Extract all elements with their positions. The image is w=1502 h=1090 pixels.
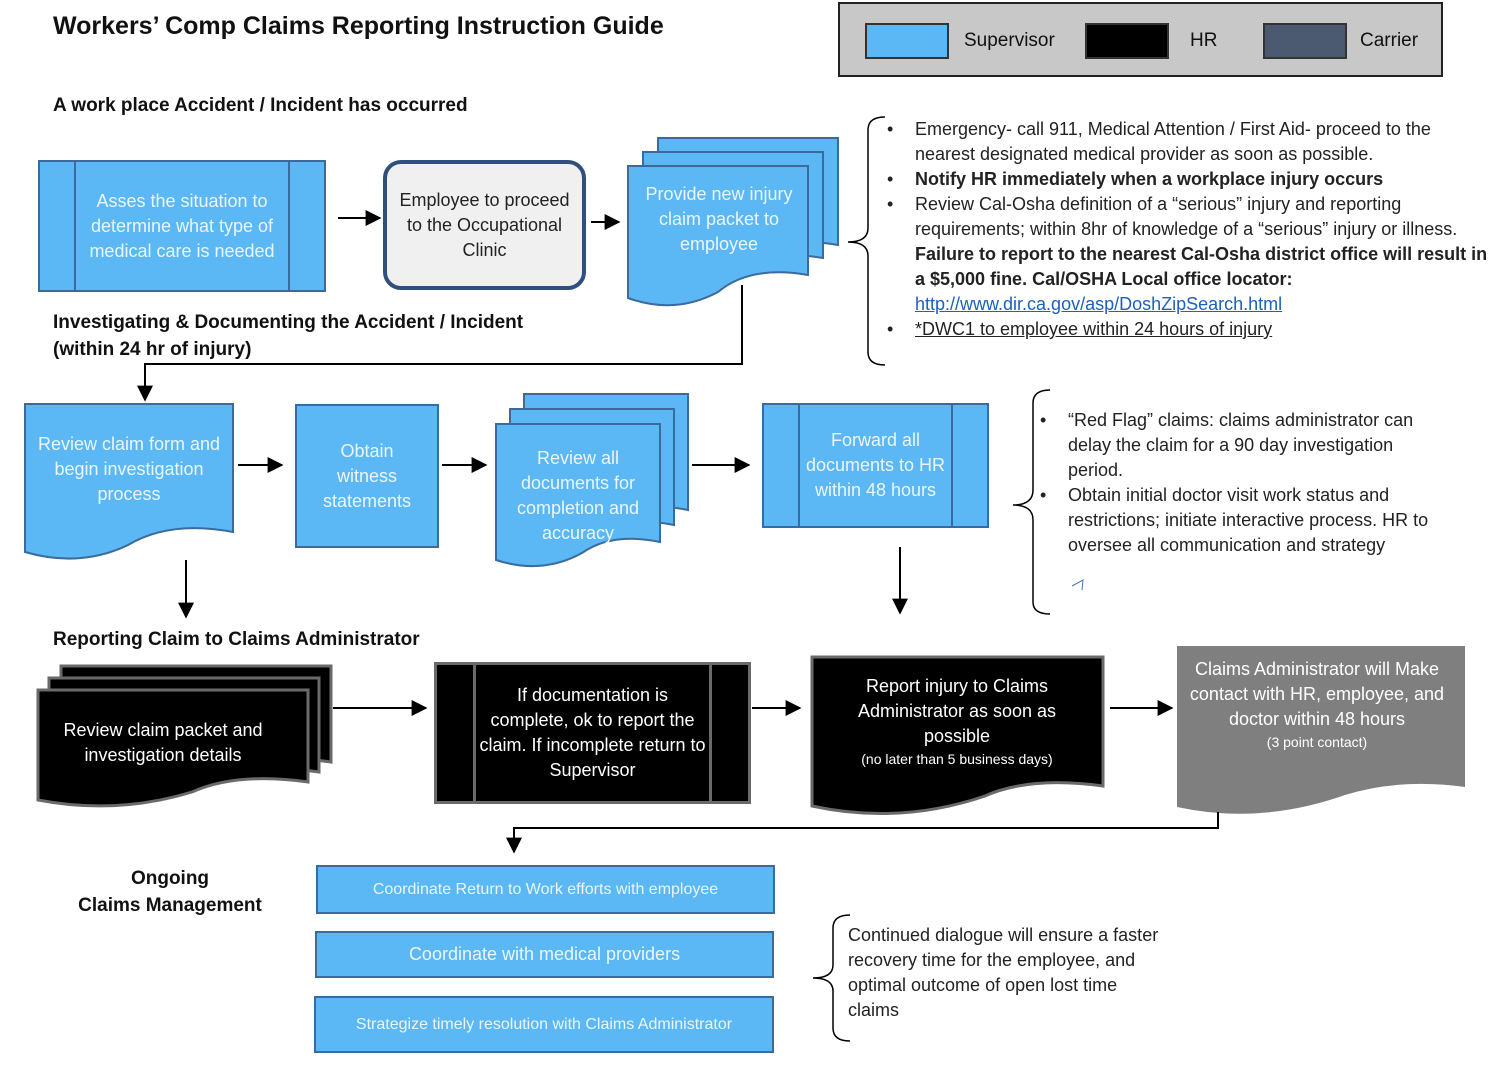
calosha-locator-link[interactable]: http://www.dir.ca.gov/asp/DoshZipSearch.… xyxy=(915,294,1283,314)
section-heading-investigating: Investigating & Documenting the Accident… xyxy=(53,312,524,333)
strategize-box: Strategize timely resolution with Claims… xyxy=(314,996,774,1053)
section-heading-claims-mgmt: Claims Management xyxy=(78,895,262,916)
forward-hr-box: Forward all documents to HR within 48 ho… xyxy=(762,403,989,528)
return-to-work-box: Coordinate Return to Work efforts with e… xyxy=(316,865,775,914)
notes2-bracket xyxy=(1012,389,1051,615)
note-dwc1-text: *DWC1 to employee within 24 hours of inj… xyxy=(915,319,1273,339)
legend-supervisor-label: Supervisor xyxy=(964,30,1055,51)
note-notify-hr: Notify HR immediately when a workplace i… xyxy=(869,167,1494,192)
review-docs-text: Review all documents for completion and … xyxy=(516,448,640,543)
section-heading-reporting: Reporting Claim to Claims Administrator xyxy=(53,629,420,650)
review-docs-doc-shape xyxy=(495,393,689,568)
medical-providers-box: Coordinate with medical providers xyxy=(315,931,774,978)
legend: Supervisor HR Carrier xyxy=(838,2,1443,77)
report-injury-content: Report injury to Claims Administrator as… xyxy=(830,674,1084,769)
report-doc-shape xyxy=(810,655,1105,815)
claims-contact-content: Claims Administrator will Make contact w… xyxy=(1188,657,1446,752)
report-injury-text: Report injury to Claims Administrator as… xyxy=(857,676,1057,746)
notes-accident: Emergency- call 911, Medical Attention /… xyxy=(869,117,1494,342)
report-injury-subtext: (no later than 5 business days) xyxy=(861,751,1053,767)
note-calosha: Review Cal-Osha definition of a “serious… xyxy=(869,192,1494,317)
witness-statements-text: Obtain witness statements xyxy=(322,440,412,511)
provide-packet-text: Provide new injury claim packet to emplo… xyxy=(645,184,793,254)
medical-providers-text: Coordinate with medical providers xyxy=(408,944,681,964)
note-calosha-fine: Failure to report to the nearest Cal-Osh… xyxy=(915,244,1488,289)
return-to-work-text: Coordinate Return to Work efforts with e… xyxy=(372,880,719,898)
review-claim-form-text: Review claim form and begin investigatio… xyxy=(37,434,221,504)
claims-contact-text: Claims Administrator will Make contact w… xyxy=(1189,659,1445,729)
doc-complete-box: If documentation is complete, ok to repo… xyxy=(434,662,751,804)
notes4-bracket xyxy=(812,914,851,1042)
occupational-clinic-box: Employee to proceed to the Occupational … xyxy=(383,160,586,290)
section-heading-ongoing: Ongoing xyxy=(130,868,210,889)
note-notify-hr-text: Notify HR immediately when a workplace i… xyxy=(915,169,1384,189)
contact-doc-shape xyxy=(1177,646,1465,814)
notes-investigation: “Red Flag” claims: claims administrator … xyxy=(1022,408,1452,558)
legend-hr-label: HR xyxy=(1190,30,1218,51)
section-heading-within-24hr: (within 24 hr of injury) xyxy=(53,339,252,360)
page-title: Workers’ Comp Claims Reporting Instructi… xyxy=(53,12,664,40)
occupational-clinic-text: Employee to proceed to the Occupational … xyxy=(399,189,570,260)
strategize-text: Strategize timely resolution with Claims… xyxy=(355,1015,733,1033)
note-calosha-text: Review Cal-Osha definition of a “serious… xyxy=(915,194,1458,239)
assess-situation-box: Asses the situation to determine what ty… xyxy=(38,160,326,292)
note-red-flag: “Red Flag” claims: claims administrator … xyxy=(1022,408,1452,483)
section-heading-accident: A work place Accident / Incident has occ… xyxy=(53,95,468,116)
review-packet-doc-shape xyxy=(36,664,333,808)
packet-doc-shape xyxy=(627,137,839,307)
doc-complete-text: If documentation is complete, ok to repo… xyxy=(479,685,706,780)
witness-statements-box: Obtain witness statements xyxy=(295,404,439,548)
pen-mark xyxy=(1071,579,1084,591)
note-emergency: Emergency- call 911, Medical Attention /… xyxy=(869,117,1494,167)
legend-carrier-swatch xyxy=(1263,23,1347,59)
ongoing-note: Continued dialogue will ensure a faster … xyxy=(848,925,1159,1020)
forward-hr-text: Forward all documents to HR within 48 ho… xyxy=(805,430,946,500)
note-initial-visit: Obtain initial doctor visit work status … xyxy=(1022,483,1452,558)
note-dwc1: *DWC1 to employee within 24 hours of inj… xyxy=(869,317,1494,342)
assess-situation-text: Asses the situation to determine what ty… xyxy=(89,190,275,261)
review-packet-text: Review claim packet and investigation de… xyxy=(63,720,263,765)
claims-contact-subtext: (3 point contact) xyxy=(1266,734,1368,750)
legend-carrier-label: Carrier xyxy=(1360,30,1419,51)
legend-hr-swatch xyxy=(1085,23,1169,59)
legend-supervisor-swatch xyxy=(865,23,949,59)
review-form-doc-shape xyxy=(24,403,234,560)
